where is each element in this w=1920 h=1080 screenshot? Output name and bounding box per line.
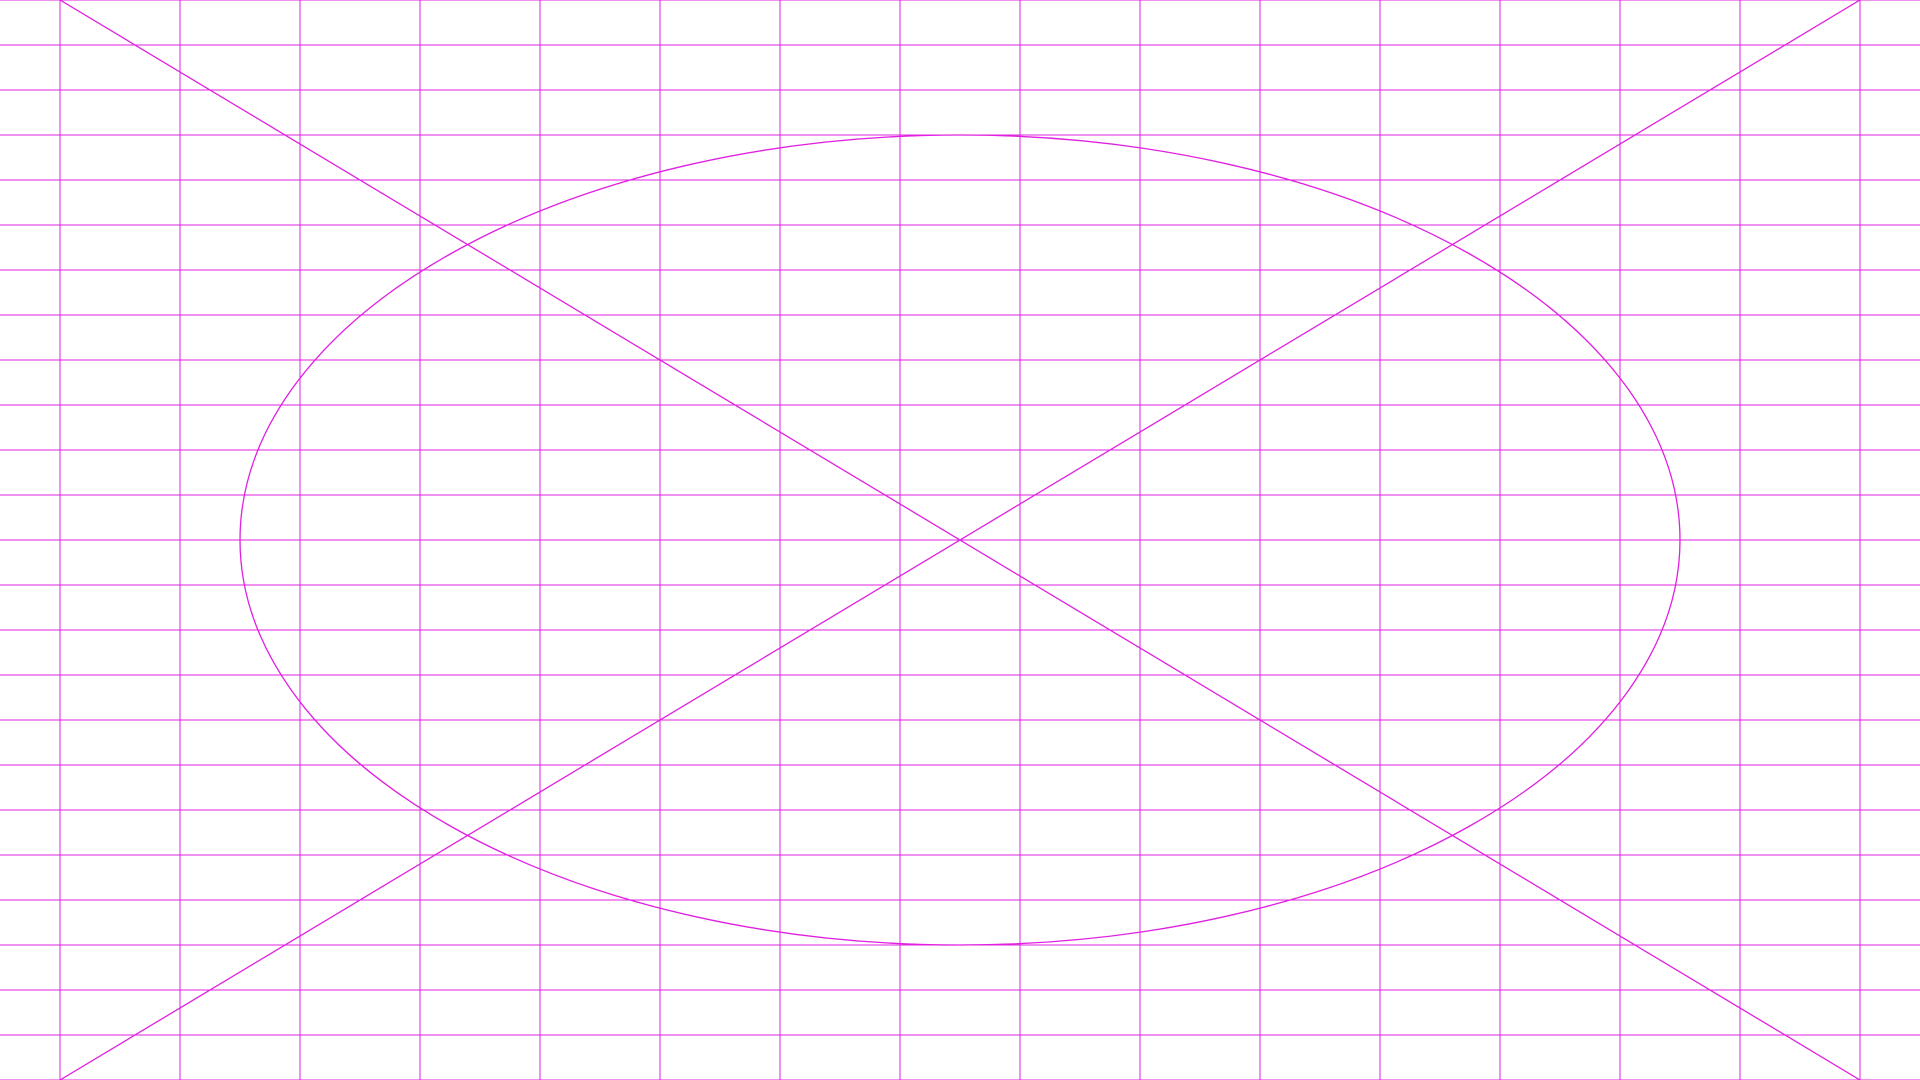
diagonal-cross xyxy=(59,0,1861,1080)
diagonal-line-up xyxy=(59,0,1861,1080)
centered-ellipse xyxy=(239,134,1681,946)
